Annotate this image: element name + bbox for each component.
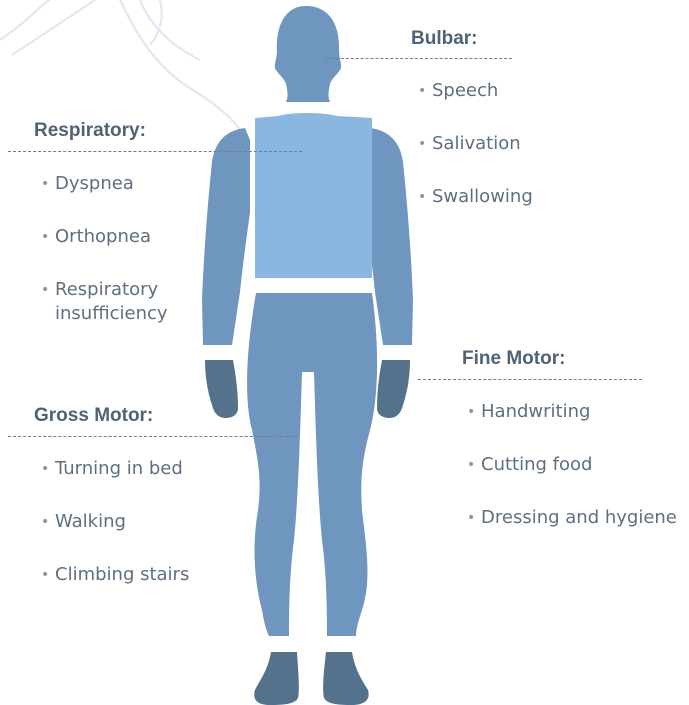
right-foot-shape (323, 652, 369, 705)
list-item: • Speech (418, 79, 533, 103)
bullet-icon: • (41, 225, 49, 249)
bullet-icon: • (41, 563, 49, 587)
head-shape (275, 6, 341, 102)
item-label: Cutting food (481, 454, 592, 475)
gross-motor-leader-line (8, 436, 298, 437)
respiratory-heading: Respiratory: (34, 120, 146, 142)
bulbar-leader-line (326, 58, 512, 59)
legs-shape (247, 293, 377, 636)
item-label: Orthopnea (55, 226, 151, 247)
item-label: Dressing and hygiene (481, 507, 677, 528)
item-label: Respiratory insufficiency (55, 278, 185, 326)
left-arm-shape (202, 128, 250, 345)
item-label: Speech (432, 80, 498, 101)
respiratory-list: • Dyspnea • Orthopnea • Respiratory insu… (41, 172, 185, 326)
list-item: • Orthopnea (41, 225, 185, 249)
background-traces (0, 0, 240, 130)
left-hand-shape (205, 360, 238, 418)
list-item: • Respiratory insufficiency (41, 278, 185, 326)
right-hand-shape (377, 360, 410, 418)
list-item: • Climbing stairs (41, 563, 189, 587)
bullet-icon: • (41, 278, 49, 302)
item-label: Salivation (432, 133, 521, 154)
fine-motor-leader-line (418, 379, 642, 380)
item-label: Climbing stairs (55, 564, 189, 585)
respiratory-leader-line (8, 151, 302, 152)
fine-motor-list: • Handwriting • Cutting food • Dressing … (467, 400, 677, 530)
list-item: • Turning in bed (41, 457, 189, 481)
list-item: • Handwriting (467, 400, 677, 424)
gross-motor-heading: Gross Motor: (34, 405, 153, 427)
list-item: • Walking (41, 510, 189, 534)
list-item: • Dressing and hygiene (467, 506, 677, 530)
item-label: Turning in bed (55, 458, 183, 479)
item-label: Handwriting (481, 401, 590, 422)
gross-motor-list: • Turning in bed • Walking • Climbing st… (41, 457, 189, 587)
bullet-icon: • (41, 457, 49, 481)
bullet-icon: • (467, 506, 475, 530)
bullet-icon: • (418, 79, 426, 103)
bullet-icon: • (41, 172, 49, 196)
fine-motor-heading: Fine Motor: (462, 348, 565, 370)
bulbar-list: • Speech • Salivation • Swallowing (418, 79, 533, 209)
bullet-icon: • (418, 132, 426, 156)
list-item: • Salivation (418, 132, 533, 156)
left-foot-shape (254, 652, 299, 705)
bullet-icon: • (467, 453, 475, 477)
bullet-icon: • (467, 400, 475, 424)
list-item: • Cutting food (467, 453, 677, 477)
item-label: Walking (55, 511, 126, 532)
torso-shape (255, 113, 372, 278)
list-item: • Dyspnea (41, 172, 185, 196)
item-label: Swallowing (432, 186, 533, 207)
list-item: • Swallowing (418, 185, 533, 209)
bullet-icon: • (418, 185, 426, 209)
item-label: Dyspnea (55, 173, 134, 194)
bulbar-heading: Bulbar: (411, 28, 478, 50)
bullet-icon: • (41, 510, 49, 534)
